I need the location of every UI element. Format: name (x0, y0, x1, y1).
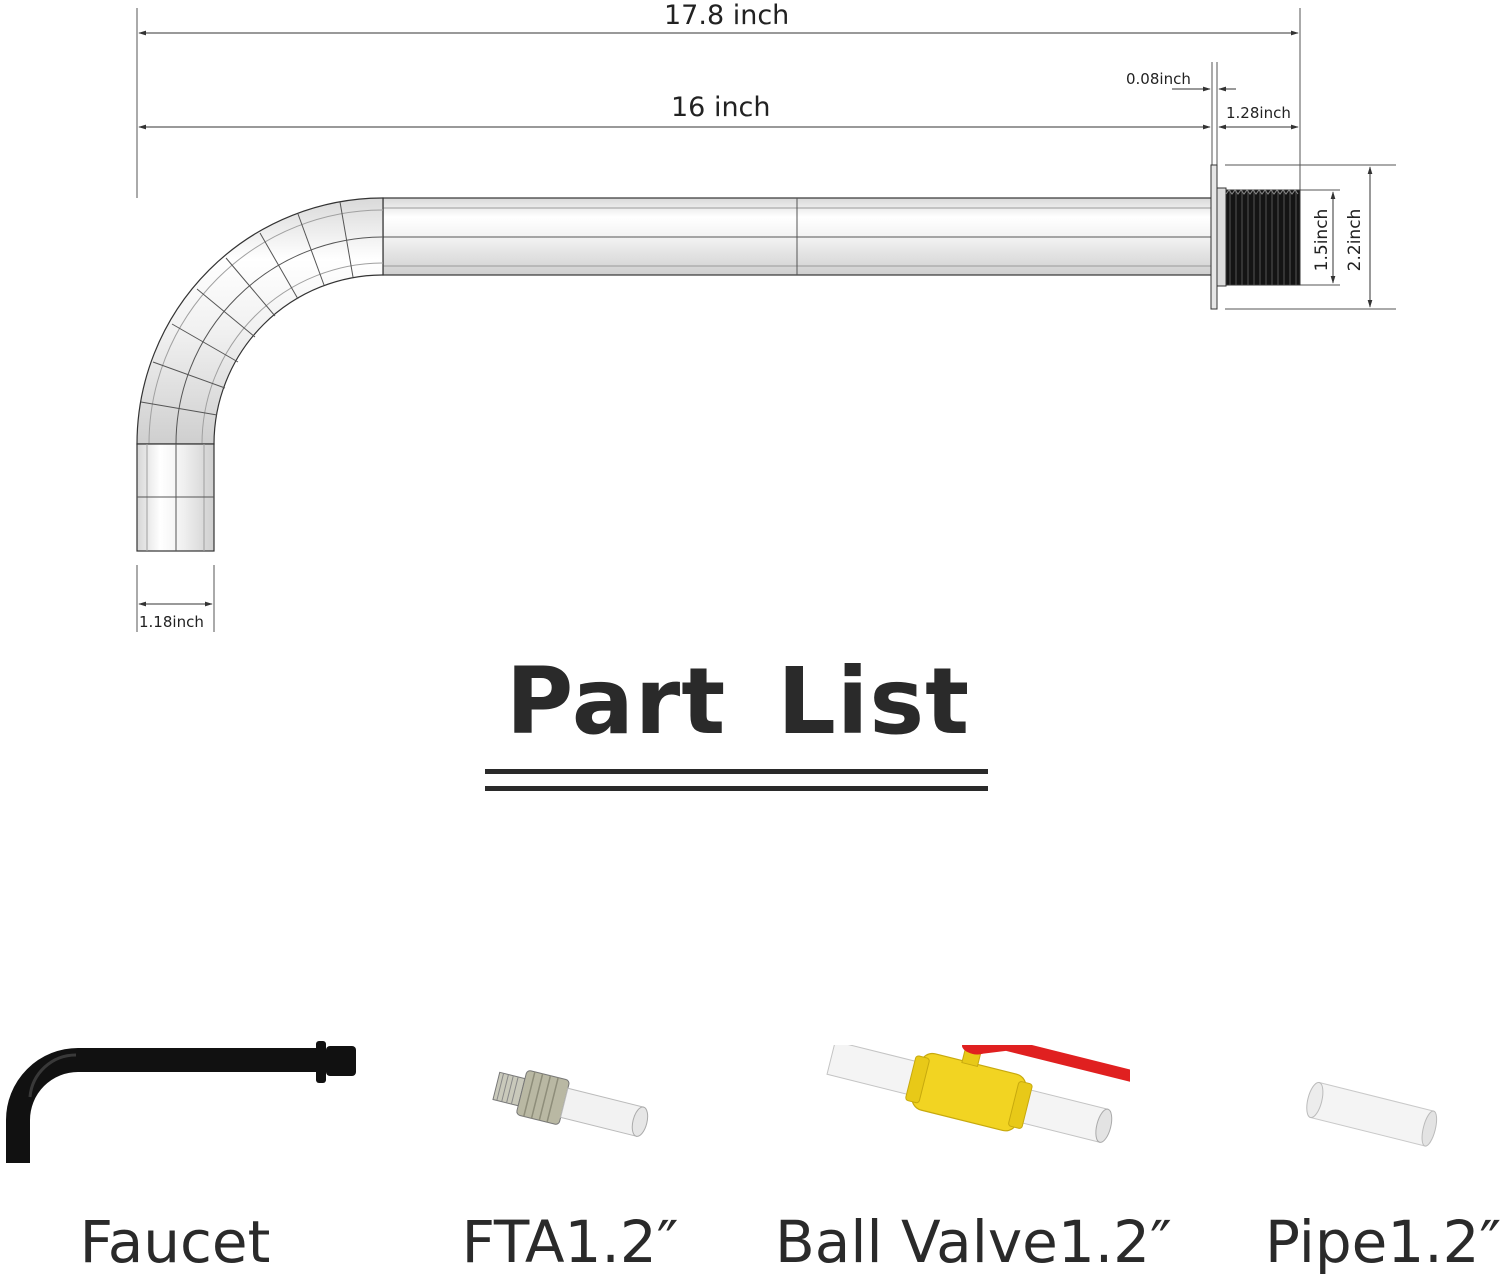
spout-outlet (136, 443, 215, 552)
overall-length-label: 17.8 inch (664, 0, 790, 31)
dimension-lines (138, 30, 1373, 607)
part-label-pipe: Pipe1.2″ (1265, 1208, 1500, 1276)
title-underline-top (485, 769, 988, 774)
extension-lines (136, 8, 1396, 632)
part-label-faucet: Faucet (79, 1208, 271, 1276)
faucet-icon (6, 1041, 356, 1163)
thread-diameter-label: 1.5inch (1312, 208, 1332, 272)
title-underline-bottom (485, 786, 988, 791)
spout-arm (382, 197, 1216, 276)
arm-length-label: 16 inch (671, 92, 771, 123)
outlet-diameter-label: 1.18inch (139, 613, 204, 631)
pipe-icon (1306, 1081, 1438, 1147)
part-label-fta: FTA1.2″ (461, 1208, 679, 1276)
part-label-ball-valve: Ball Valve1.2″ (775, 1208, 1172, 1276)
fta-fitting-icon (492, 1070, 649, 1137)
flange-diameter-label: 2.2inch (1345, 208, 1365, 272)
thread-length-label: 1.28inch (1226, 104, 1291, 122)
spout-flange (1210, 164, 1218, 310)
flange-thickness-label: 0.08inch (1126, 70, 1191, 88)
part-list-title: Part List (505, 648, 971, 755)
ball-valve-icon (826, 1045, 1130, 1143)
spout-elbow (136, 197, 384, 445)
flange-collar (1216, 187, 1227, 287)
spout-dimension-diagram (136, 8, 1396, 632)
threaded-connector (1225, 189, 1301, 286)
